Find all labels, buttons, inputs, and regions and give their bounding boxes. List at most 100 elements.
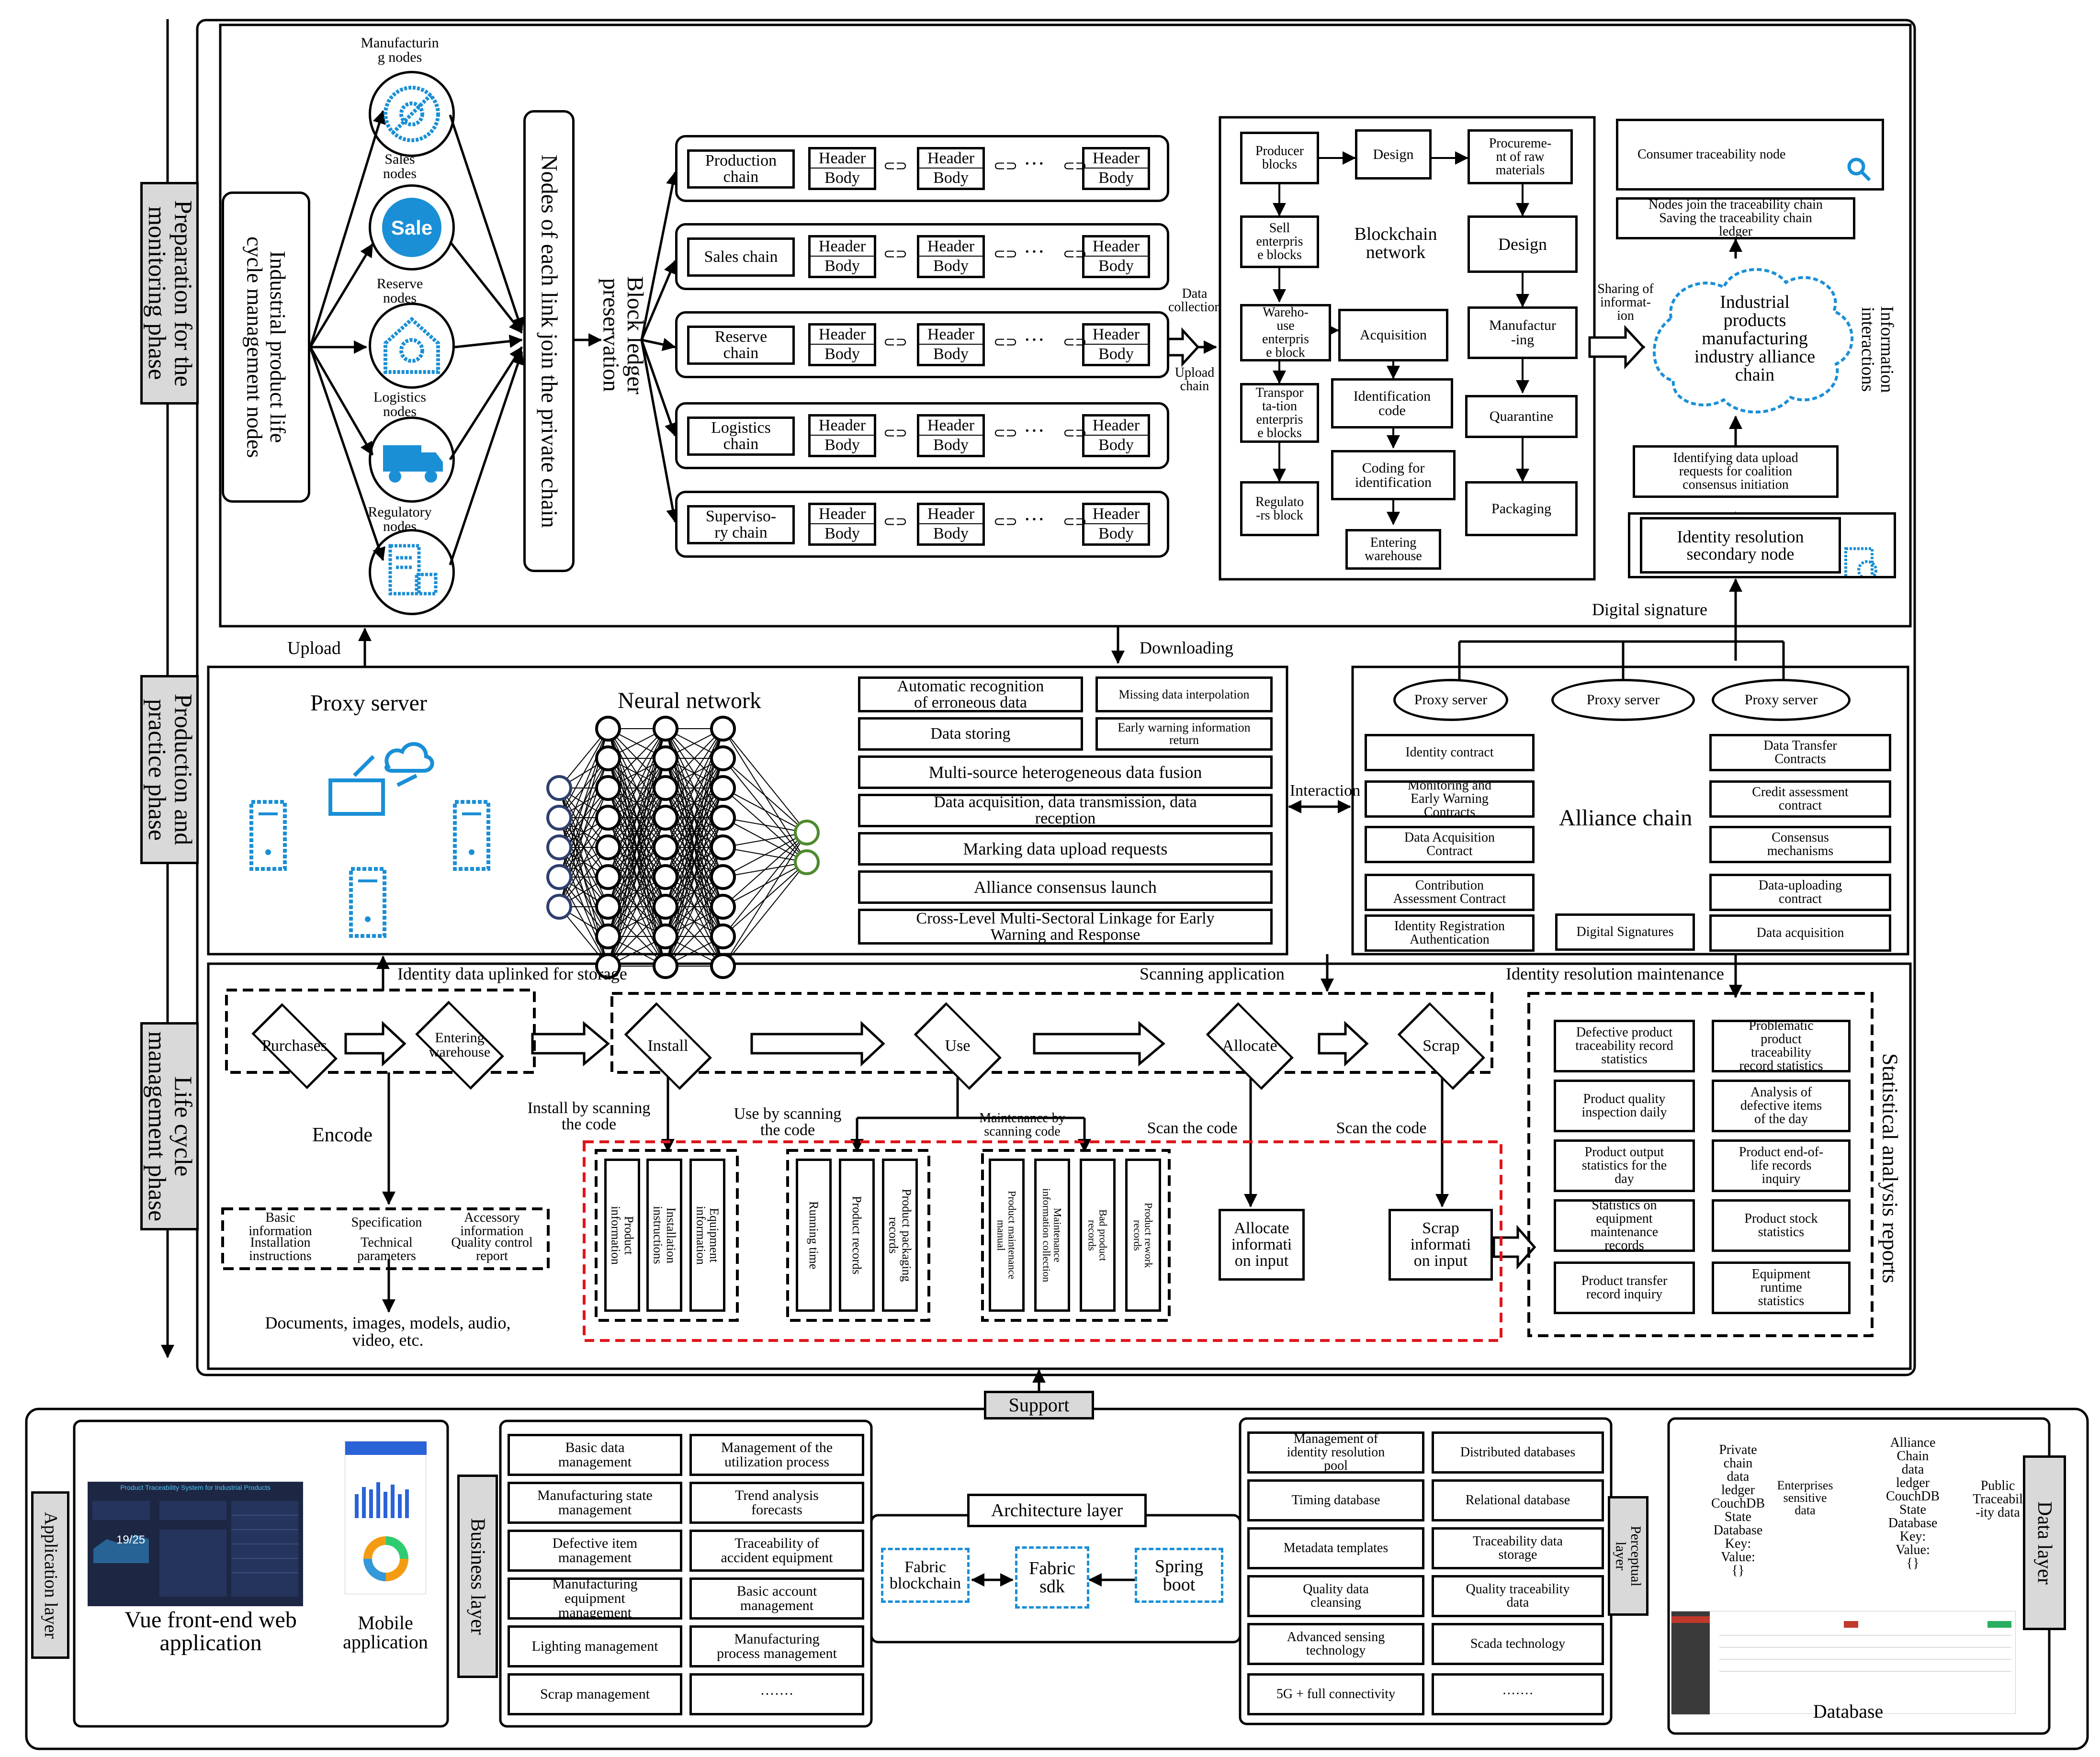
business-left-4: Lighting management	[508, 1625, 682, 1667]
design-box-1: Design	[1355, 129, 1432, 180]
upload-chain-label: Upload chain	[1174, 365, 1215, 394]
scan-code-label-2: Scan the code	[1336, 1119, 1427, 1137]
link-icon-1-0: ⊂⊃	[883, 246, 908, 262]
scrap-input-box: Scrap informati on input	[1389, 1209, 1493, 1281]
identity-resolution-secondary-node: Identity resolution secondary node	[1640, 517, 1841, 574]
documents-label: Documents, images, models, audio, video,…	[265, 1313, 511, 1350]
encode-info-0: Basic information	[248, 1210, 312, 1239]
consumer-node-label: Consumer traceability node	[1637, 147, 1786, 162]
entering-warehouse-diamond: Entering warehouse	[402, 1005, 517, 1084]
warehouse-enterprise-block: Wareho- use enterpris e block	[1240, 304, 1331, 361]
link-icon-1-1: ⊂⊃	[993, 246, 1018, 262]
auto-recognition-box: Automatic recognition of erroneous data	[858, 676, 1083, 712]
consumer-traceability-node: Consumer traceability node	[1616, 119, 1884, 191]
link-icon-2-0: ⊂⊃	[883, 334, 908, 350]
maint-cols-0: Product maintenance manual	[989, 1159, 1025, 1312]
alliance-proxy-server-2: Proxy server	[1551, 679, 1695, 721]
node-label-sales: Sales nodes	[383, 151, 417, 181]
dashboard-title: Product Traceability System for Industri…	[120, 1484, 271, 1491]
business-left-1: Manufacturing state management	[508, 1482, 682, 1524]
contract-right-3: Data-uploading contract	[1709, 874, 1891, 911]
install-label: Install	[647, 1037, 689, 1055]
chain-dots-3: ···	[1024, 419, 1045, 442]
packaging-box: Packaging	[1465, 481, 1578, 536]
chain-4-header-2: Header	[1082, 503, 1150, 524]
manufacturing-box: Manufactur -ing	[1468, 306, 1578, 359]
dashboard-value: 19/25	[116, 1533, 146, 1546]
chain-dots-1: ···	[1024, 240, 1045, 263]
chain-3-header-0: Header	[808, 414, 876, 436]
search-icon	[1846, 143, 1872, 181]
chain-name-1: Sales chain	[687, 237, 795, 277]
identity-uplinked-label: Identity data uplinked for storage	[397, 964, 627, 983]
cross-level-linkage-box: Cross-Level Multi-Sectoral Linkage for E…	[858, 909, 1273, 945]
chain-0-body-2: Body	[1082, 169, 1150, 190]
node-label-regulatory: Regulatory nodes	[368, 504, 432, 534]
contract-right-0: Data Transfer Contracts	[1709, 734, 1891, 771]
enterprises-sensitive-data: Enterprises sensitive data	[1777, 1478, 1833, 1517]
scrap-diamond: Scrap	[1384, 1008, 1499, 1084]
chain-dots-0: ···	[1024, 152, 1045, 175]
business-right-2: Traceability of accident equipment	[689, 1530, 864, 1572]
chain-name-0: Production chain	[687, 149, 795, 189]
missing-interpolation-box: Missing data interpolation	[1095, 676, 1273, 712]
chain-2-header-0: Header	[808, 323, 876, 345]
support-label: Support	[984, 1391, 1094, 1419]
link-icon-4-2: ⊂⊃	[1062, 514, 1087, 529]
link-icon-0-2: ⊂⊃	[1062, 158, 1087, 174]
chain-2-body-2: Body	[1082, 345, 1150, 366]
perceptual-left-3: Quality data cleansing	[1247, 1575, 1424, 1617]
scanning-application-label: Scanning application	[1140, 964, 1285, 983]
perceptual-left-1: Timing database	[1247, 1479, 1424, 1521]
stat-box-8: Product transfer record inquiry	[1554, 1261, 1695, 1314]
stat-box-3: Analysis of defective items of the day	[1712, 1080, 1851, 1132]
perceptual-left-2: Metadata templates	[1247, 1527, 1424, 1569]
use-scan-label: Use by scanning the code	[734, 1105, 842, 1139]
interaction-label: Interaction	[1289, 782, 1361, 800]
alliance-proxy-server-3: Proxy server	[1712, 679, 1851, 721]
chain-2-header-2: Header	[1082, 323, 1150, 345]
entering-warehouse-box: Entering warehouse	[1345, 529, 1441, 570]
phase-preparation-label: Preparation for the monitoring phase	[140, 182, 199, 405]
use-label: Use	[945, 1037, 971, 1055]
business-left-2: Defective item management	[508, 1530, 682, 1572]
chain-1-header-1: Header	[917, 235, 985, 257]
identifying-upload-requests: Identifying data upload requests for coa…	[1633, 445, 1839, 498]
stat-box-7: Product stock statistics	[1712, 1199, 1851, 1252]
node-label-reserve: Reserve nodes	[376, 276, 423, 306]
perceptual-layer-label: Perceptual layer	[1608, 1496, 1648, 1616]
early-warning-return-box: Early warning information return	[1095, 717, 1273, 751]
install-cols-2: Equipment information	[689, 1159, 725, 1312]
web-dashboard-screenshot: Product Traceability System for Industri…	[88, 1482, 303, 1606]
server-icon-3	[349, 867, 387, 938]
chain-3-header-2: Header	[1082, 414, 1150, 436]
data-storing-box: Data storing	[858, 717, 1083, 751]
information-interactions-label: Information interactions	[1858, 306, 1897, 393]
chain-dots-2: ···	[1024, 328, 1045, 351]
chain-4-body-0: Body	[808, 524, 876, 546]
chain-2-body-0: Body	[808, 345, 876, 366]
chain-1-header-2: Header	[1082, 235, 1150, 257]
server-icon-2	[452, 800, 491, 871]
link-icon-3-2: ⊂⊃	[1062, 425, 1087, 441]
database-screenshot	[1671, 1611, 2016, 1714]
neural-network-label: Neural network	[618, 688, 761, 713]
link-icon-4-1: ⊂⊃	[993, 514, 1018, 529]
alliance-chain-label: Alliance chain	[1558, 805, 1693, 831]
contract-left-0: Identity contract	[1365, 734, 1535, 771]
perceptual-right-5: ·······	[1432, 1673, 1604, 1715]
neural-network-graphic	[546, 716, 820, 979]
install-scan-label: Install by scanning the code	[527, 1099, 651, 1133]
perceptual-right-4: Scada technology	[1432, 1623, 1604, 1665]
chain-1-header-0: Header	[808, 235, 876, 257]
server-icon-1	[249, 800, 287, 871]
use-diamond: Use	[900, 1008, 1015, 1084]
chain-0-body-1: Body	[917, 169, 985, 190]
link-icon-2-1: ⊂⊃	[993, 334, 1018, 350]
acquisition-box: Acquisition	[1338, 309, 1448, 361]
purchases-label: Purchases	[262, 1037, 327, 1055]
encode-info-2: Accessory information	[460, 1210, 524, 1239]
alliance-chain-ledger: Alliance Chain data ledger CouchDB State…	[1886, 1435, 1940, 1571]
